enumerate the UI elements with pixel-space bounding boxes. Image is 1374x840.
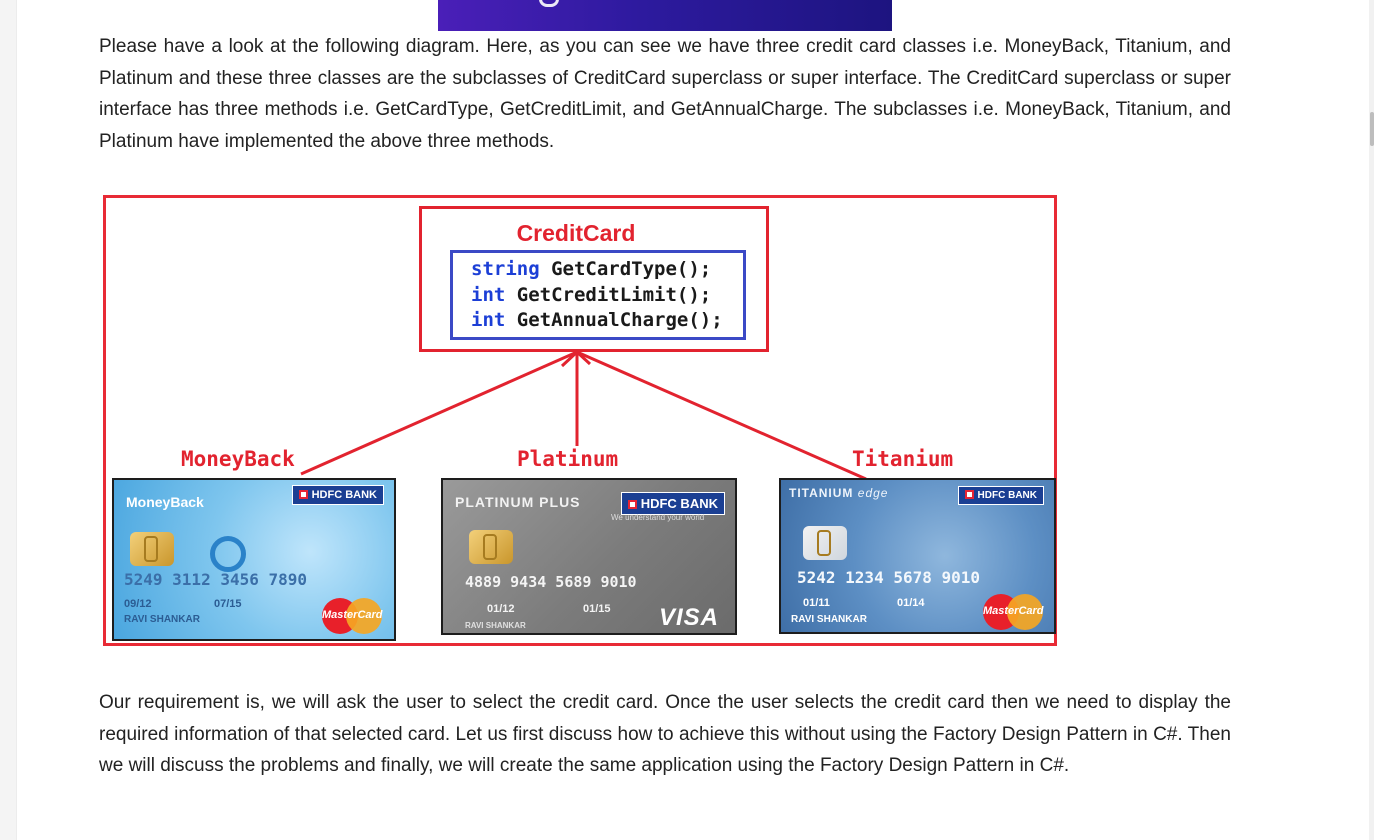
banner-glyph	[539, 0, 559, 7]
valid-from: 09/12	[124, 598, 152, 610]
bank-logo: HDFC BANK	[291, 485, 384, 505]
valid-from: 01/11	[803, 597, 830, 609]
card-name-suffix: edge	[857, 486, 889, 500]
scrollbar-track[interactable]	[1369, 0, 1374, 840]
header-banner-image	[438, 0, 892, 31]
card-name: TITANIUM edge	[789, 486, 888, 500]
creditcard-title: CreditCard	[516, 220, 636, 246]
return-type: int	[471, 283, 506, 306]
method-line: string GetCardType();	[471, 257, 743, 283]
network-name: MasterCard	[322, 609, 383, 621]
card-name: MoneyBack	[126, 494, 204, 510]
valid-from: 01/12	[487, 603, 515, 615]
card-number: 5242 1234 5678 9010	[797, 568, 981, 587]
card-holder: RAVI SHANKAR	[791, 614, 867, 625]
label-platinum: Platinum	[517, 447, 619, 471]
bank-name: HDFC BANK	[311, 489, 377, 501]
chip-icon	[803, 526, 847, 560]
method-signature: GetAnnualCharge();	[505, 309, 723, 331]
return-type: int	[471, 309, 506, 331]
visa-logo-icon: VISA	[659, 604, 720, 631]
valid-thru: 01/14	[897, 597, 925, 609]
card-holder: RAVI SHANKAR	[465, 621, 526, 630]
mastercard-logo-icon: MasterCard	[322, 598, 383, 634]
card-number: 5249 3112 3456 7890	[124, 570, 308, 589]
moneyback-card-image: MoneyBack HDFC BANK 5249 3112 3456 7890 …	[112, 478, 396, 641]
scrollbar-thumb[interactable]	[1370, 112, 1374, 146]
hdfc-logo-icon	[964, 490, 974, 499]
chip-icon	[469, 530, 513, 564]
method-signature: GetCreditLimit();	[505, 283, 712, 306]
method-signature: GetCardType();	[539, 258, 712, 280]
titanium-card-image: TITANIUM edge HDFC BANK 5242 1234 5678 9…	[779, 478, 1056, 634]
method-line: int GetCreditLimit();	[471, 283, 743, 309]
mastercard-logo-icon: MasterCard	[983, 594, 1044, 630]
card-name-main: TITANIUM	[789, 486, 854, 500]
valid-thru: 07/15	[214, 598, 242, 610]
creditcard-class-box: CreditCard string GetCardType(); int Get…	[419, 206, 769, 352]
card-number: 4889 9434 5689 9010	[465, 573, 637, 591]
return-type: string	[471, 258, 540, 280]
inheritance-arrows	[300, 349, 867, 481]
card-name: PLATINUM PLUS	[455, 494, 581, 510]
intro-paragraph: Please have a look at the following diag…	[99, 36, 1231, 152]
arrow-head	[560, 349, 592, 368]
label-titanium: Titanium	[852, 447, 954, 471]
chip-icon	[130, 532, 174, 566]
card-holder: RAVI SHANKAR	[124, 614, 200, 625]
bank-logo: HDFC BANK	[620, 492, 725, 515]
class-diagram: CreditCard string GetCardType(); int Get…	[103, 195, 1057, 646]
hdfc-logo-icon	[298, 490, 308, 499]
valid-thru: 01/15	[583, 603, 611, 615]
label-moneyback: MoneyBack	[181, 447, 295, 471]
arrow-moneyback	[300, 350, 578, 476]
requirement-paragraph: Our requirement is, we will ask the user…	[99, 692, 1231, 776]
bank-logo: HDFC BANK	[957, 486, 1044, 505]
method-line: int GetAnnualCharge();	[471, 308, 743, 334]
bank-tagline: We understand your world	[611, 513, 705, 522]
bank-name: HDFC BANK	[977, 490, 1037, 501]
network-name: MasterCard	[983, 605, 1044, 617]
cart-logo-icon	[210, 536, 246, 572]
arrow-titanium	[576, 350, 867, 481]
hdfc-logo-icon	[627, 500, 637, 509]
bank-name: HDFC BANK	[640, 496, 718, 511]
platinum-card-image: PLATINUM PLUS HDFC BANK We understand yo…	[441, 478, 737, 635]
methods-box: string GetCardType(); int GetCreditLimit…	[450, 250, 746, 340]
